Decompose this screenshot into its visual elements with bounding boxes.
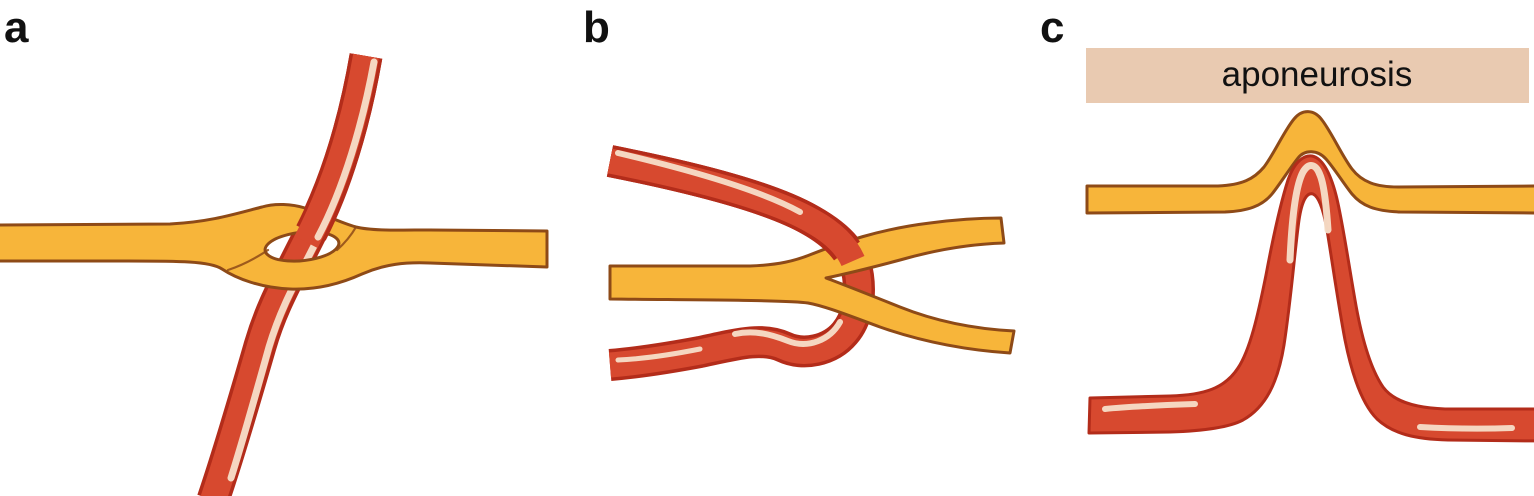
vessel-highlight xyxy=(615,150,803,215)
nerve-band-tented xyxy=(1085,110,1534,215)
vessel-highlight xyxy=(1286,162,1332,264)
vessel-fill xyxy=(294,53,379,249)
nerve-crease-left xyxy=(226,248,270,272)
vessel-spike xyxy=(1087,154,1534,443)
aponeurosis-box xyxy=(1086,48,1529,103)
panel-c-label: c xyxy=(1040,3,1064,52)
panel-a-vessel-front xyxy=(294,53,383,249)
vessel-highlight xyxy=(615,346,703,363)
panel-a-label: a xyxy=(4,3,29,52)
vessel-highlight xyxy=(732,319,843,347)
vessel-highlight xyxy=(1417,424,1515,432)
nerve-crease-right xyxy=(335,225,358,252)
panel-c-group: c aponeurosis xyxy=(1040,3,1534,443)
panel-a-group: a xyxy=(0,3,549,496)
vessel-highlight xyxy=(314,58,378,241)
panel-b-vessel-front xyxy=(606,145,865,267)
panel-b-group: b xyxy=(583,3,1016,381)
panel-b-label: b xyxy=(583,3,610,52)
aponeurosis-label: aponeurosis xyxy=(1222,55,1413,94)
nerve-fork xyxy=(608,216,1016,355)
nerve-band xyxy=(0,203,549,291)
vessel-highlight xyxy=(1102,401,1198,412)
